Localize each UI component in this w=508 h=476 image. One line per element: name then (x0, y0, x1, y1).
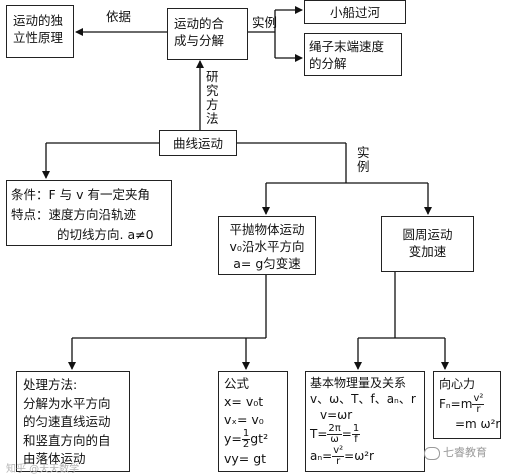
label-example-top: 实例 (252, 15, 278, 30)
formula-v-omega-r: v=ωr (320, 408, 353, 422)
brand-text: 七睿教育 (443, 446, 487, 459)
formulas-title: 公式 (224, 376, 250, 391)
label-research-method: 研究方法 (206, 69, 219, 126)
composition-line-1: 运动的合 (174, 16, 225, 31)
force-fraction-r: r (476, 404, 481, 415)
method-line-4: 和竖直方向的自 (23, 432, 111, 448)
node-curvilinear-motion: 曲线运动 (159, 130, 237, 156)
centripetal-title: 向心力 (439, 377, 476, 391)
composition-line-2: 成与分解 (174, 33, 225, 48)
projectile-line-1: 平抛物体运动 (229, 222, 305, 237)
formula-centripetal-omega: =m ω²r (455, 417, 501, 431)
node-composition-decomposition: 运动的合 成与分解 (167, 8, 248, 60)
fraction-r: r (336, 456, 341, 467)
fraction-one: 1 (351, 423, 361, 435)
node-processing-method: 处理方法: 分解为水平方向 的匀速直线运动 和竖直方向的自 由落体运动 (16, 371, 130, 472)
acceleration-lhs: aₙ= (310, 449, 333, 463)
rope-line-1: 绳子末端速度 (309, 39, 385, 54)
formula-y-rhs: gt² (250, 431, 269, 446)
node-independence-principle: 运动的独 立性原理 (6, 5, 74, 58)
centripetal-lhs: Fₙ=m (439, 397, 473, 411)
quantities-title: 基本物理量及关系 (310, 376, 407, 390)
conditions-line-3: 的切线方向. a≠0 (57, 227, 154, 242)
period-lhs: T= (310, 427, 328, 441)
acceleration-rhs: =ω²r (344, 449, 374, 463)
fraction-omega: ω (330, 434, 339, 445)
conditions-line-1: 条件：F 与 v 有一定夹角 (11, 187, 151, 202)
projectile-line-2: v₀沿水平方向 (229, 239, 305, 254)
fraction-2pi: 2π (327, 423, 342, 435)
projectile-line-3: a= g匀变速 (233, 256, 301, 271)
independence-line-2: 立性原理 (13, 30, 64, 45)
circular-line-2: 变加速 (408, 244, 447, 259)
formula-x: x= v₀t (224, 394, 264, 409)
node-boat-crossing: 小船过河 (304, 0, 406, 24)
node-conditions: 条件：F 与 v 有一定夹角 特点：速度方向沿轨迹 的切线方向. a≠0 (6, 180, 172, 246)
rope-line-2: 的分解 (309, 56, 347, 71)
node-projectile-motion: 平抛物体运动 v₀沿水平方向 a= g匀变速 (218, 216, 316, 275)
chat-icon (424, 446, 440, 460)
circular-line-1: 圆周运动 (402, 227, 453, 242)
independence-line-1: 运动的独 (13, 13, 64, 28)
fraction-numerator: 1 (241, 428, 251, 440)
formula-y-lhs: y= (224, 431, 242, 446)
label-example-mid: 实例 (357, 145, 370, 174)
fraction-f: f (354, 434, 358, 445)
node-rope-velocity: 绳子末端速度 的分解 (304, 33, 402, 76)
formula-vx: vₓ= v₀ (224, 412, 264, 427)
force-fraction-v2: v² (472, 393, 485, 405)
watermark-brand: 七睿教育 (424, 444, 487, 460)
conditions-line-2: 特点：速度方向沿轨迹 (11, 207, 137, 222)
method-line-2: 分解为水平方向 (23, 395, 111, 411)
fraction-denominator: 2 (242, 439, 250, 450)
period-equals: = (341, 427, 352, 441)
formula-vy: vy= gt (224, 451, 267, 466)
watermark-left: 知乎 @天天数学 (6, 464, 80, 475)
node-circular-motion: 圆周运动 变加速 (381, 216, 474, 272)
method-line-3: 的匀速直线运动 (23, 414, 111, 429)
quantities-list: v、ω、T、f、aₙ、r (310, 392, 416, 406)
fraction-v2: v² (332, 445, 345, 457)
boat-label: 小船过河 (329, 5, 380, 20)
label-basis: 依据 (106, 9, 132, 24)
curvilinear-label: 曲线运动 (172, 136, 223, 151)
method-line-5: 由落体运动 (23, 451, 86, 466)
method-line-1: 处理方法: (23, 377, 78, 392)
